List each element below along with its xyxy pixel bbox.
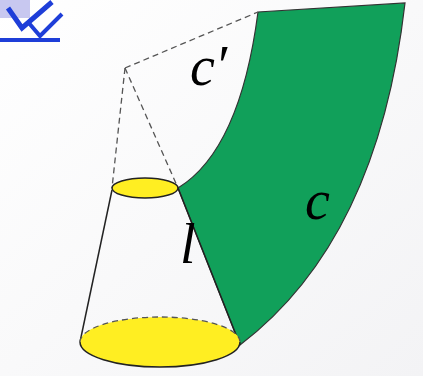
curve-label: l (180, 216, 196, 272)
frustum-side (80, 190, 112, 342)
top-base (112, 178, 178, 198)
corner-logo (0, 0, 62, 40)
bottom-base (80, 317, 240, 367)
unrolled-surface (178, 3, 405, 345)
curve-label: c′ (190, 38, 227, 94)
apex-dashed-lines (112, 12, 258, 188)
bottom-base-edge (80, 342, 240, 367)
bottom-base-hidden-edge (80, 317, 240, 342)
curve-label: c (305, 172, 330, 228)
